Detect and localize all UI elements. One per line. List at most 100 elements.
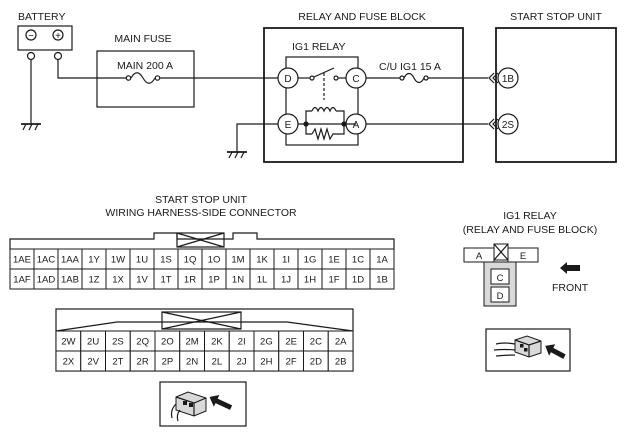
connector1-pin-label: 1U [136,255,148,266]
relay-fuse-block-label: RELAY AND FUSE BLOCK [298,11,425,23]
cu-ig1-fuse-label: C/U IG1 15 A [379,61,441,73]
relay-pin-d: D [497,291,504,302]
relay-terminal-d: D [277,67,299,89]
main-fuse-label: MAIN FUSE [114,33,171,45]
relay-pin-a: A [476,251,483,262]
connector1-pin-label: 1D [352,275,364,286]
connector2-pin-label: 2C [310,337,322,348]
connector2-pin-label: 2U [87,337,99,348]
connector2-pin-label: 2P [162,357,174,368]
connector1-pin-label: 1S [160,255,172,266]
ig1-relay-label: IG1 RELAY [292,41,346,53]
front-arrow-icon [560,262,580,274]
connector1-pin-label: 1T [160,275,171,286]
battery-minus-sign: − [28,31,34,42]
relay-switch-icon [298,67,346,100]
connector1-pin-label: 1A [376,255,388,266]
relay-ground-icon [227,123,278,159]
connector1-pin-label: 1J [281,275,291,286]
connector1-pin-label: 1AB [61,275,79,286]
connector2-pins: 2W 2U 2S 2Q 2O 2M 2K 2I 2G 2E 2C 2A 2X 2V 2T 2R 2P 2N 2L 2J… [55,330,354,372]
harness-plug-icon [159,381,247,427]
front-label: FRONT [552,282,589,294]
ig1-relay-box [285,56,359,146]
cu-ig1-fuse-icon [366,72,488,84]
connector1-pin-label: 1I [282,255,290,266]
connector1-pin-label: 1B [376,275,388,286]
battery-label: BATTERY [18,11,65,23]
connector2-pin-label: 2O [161,337,174,348]
battery-plus-sign: + [55,31,61,42]
svg-text:2S: 2S [502,120,515,131]
svg-text:E: E [285,120,292,131]
connector1-pin-cell [369,268,395,290]
connector2-pin-label: 2L [212,357,223,368]
connector2-pin-label: 2R [137,357,149,368]
connector1-pin-label: 1Z [88,275,99,286]
relay-pin-e: E [520,251,526,262]
connector2-pin-label: 2V [87,357,99,368]
connector2-pin-label: 2N [186,357,198,368]
connector1-pin-label: 1AD [37,275,56,286]
connector1-pin-label: 1P [208,275,220,286]
connector2-pin-label: 2S [112,337,124,348]
ig1-relay-connector-title1: IG1 RELAY [503,210,557,222]
connector1-pin-label: 1K [256,255,268,266]
ig1-relay-connector-title2: (RELAY AND FUSE BLOCK) [463,224,597,236]
unit-terminal-1b: 1B [497,67,519,89]
connector2-pin-cell [327,350,354,372]
connector2-pin-label: 2K [211,337,223,348]
connector1-pin-label: 1R [184,275,196,286]
main-fuse-icon [97,72,194,84]
connector2-pin-label: 2A [335,337,347,348]
connector1-pin-label: 1W [111,255,125,266]
relay-terminal-c: C [345,67,367,89]
wire-battery-to-main-fuse [57,59,97,79]
connector1-shell [9,232,395,249]
connector1-pin-label: 1AC [37,255,56,266]
connector2-pin-label: 2B [335,357,347,368]
connector1-pin-label: 1Q [184,255,197,266]
connector1-pin-label: 1C [352,255,364,266]
connector2-pin-label: 2I [238,337,246,348]
connector1-pin-label: 1F [328,275,339,286]
connector1-pin-label: 1N [232,275,244,286]
harness-title-line1: START STOP UNIT [155,194,247,206]
connector1-pin-label: 1X [112,275,124,286]
start-stop-unit-box [495,27,617,163]
connector2-pin-label: 2F [286,357,297,368]
battery-symbol: − + [17,25,73,61]
connector2-pin-label: 2J [237,357,247,368]
harness-title-line2: WIRING HARNESS-SIDE CONNECTOR [105,207,297,219]
connector2-pin-label: 2M [186,337,199,348]
relay-coil-icon [298,106,356,142]
svg-text:C: C [352,74,359,85]
unit-terminal-2s: 2S [497,113,519,135]
connector1-pin-label: 1E [328,255,340,266]
connector1-pin-label: 1AA [61,255,80,266]
main-fuse-rating: MAIN 200 A [117,60,173,72]
relay-fuse-block-box [263,27,464,163]
connector2-pin-label: 2Q [136,337,149,348]
connector2-pin-label: 2X [63,357,75,368]
svg-text:1B: 1B [502,74,515,85]
connector1-pin-label: 1L [257,275,268,286]
connector2-pin-label: 2T [112,357,123,368]
connector2-pin-label: 2G [260,337,273,348]
connector1-pin-label: 1H [304,275,316,286]
connector1-pin-label: 1Y [88,255,100,266]
battery-ground-icon [21,59,41,131]
connector1-pin-label: 1M [231,255,244,266]
main-fuse-box [96,50,195,108]
connector1-pin-label: 1AE [13,255,31,266]
connector2-pin-label: 2H [260,357,272,368]
connector1-pin-label: 1O [208,255,221,266]
connector2-pin-label: 2W [61,337,75,348]
connector1-pin-label: 1V [136,275,148,286]
connector1-pin-label: 1AF [13,275,31,286]
ig1-relay-connector: A E C D [463,243,539,307]
relay-plug-icon [485,328,571,372]
connector2-pin-label: 2E [285,337,297,348]
